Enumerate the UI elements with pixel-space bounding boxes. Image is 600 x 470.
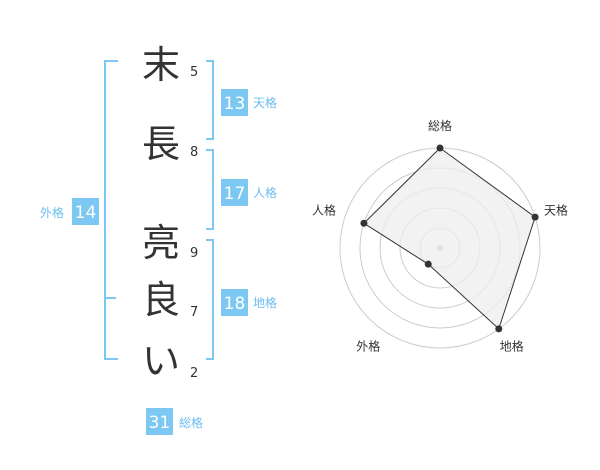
soukaku-value: 31: [149, 413, 171, 433]
jinkaku-label: 人格: [253, 185, 277, 200]
name-char-2: 長: [142, 122, 180, 166]
name-char-1: 末: [142, 43, 180, 87]
stroke-count-5: 2: [190, 366, 198, 381]
chikaku-label: 地格: [253, 295, 277, 310]
brackets: [104, 60, 214, 360]
radar-area: [363, 147, 536, 330]
stroke-count-1: 5: [190, 65, 198, 80]
jinkaku-box: [221, 179, 248, 206]
tenkaku-box: [221, 89, 248, 116]
jinkaku: 17 人格: [221, 179, 277, 206]
gaikaku-bracket: [104, 60, 118, 360]
radar-point-5: [360, 219, 368, 227]
chikaku: 18 地格: [221, 289, 277, 316]
radar-point-2: [531, 213, 539, 221]
jinkaku-value: 17: [224, 184, 246, 204]
chikaku-bracket: [206, 239, 214, 360]
radar-point-4: [424, 260, 432, 268]
soukaku-box: [146, 408, 173, 435]
chikaku-box: [221, 289, 248, 316]
tenkaku: 13 天格: [221, 89, 277, 116]
gaikaku-value: 14: [75, 203, 97, 223]
chikaku-value: 18: [224, 294, 246, 314]
radar-point-3: [495, 325, 503, 333]
radar-axis-label-4: 外格: [356, 339, 380, 354]
soukaku-label: 総格: [179, 415, 203, 430]
name-char-3: 亮: [142, 221, 180, 265]
stroke-count-2: 8: [190, 145, 198, 160]
gaikaku: 外格 14: [40, 198, 99, 225]
gaikaku-label: 外格: [40, 205, 64, 220]
name-column: 末 5 長 8 亮 9 良 7 い 2: [142, 43, 198, 383]
name-char-4: 良: [142, 278, 180, 322]
tenkaku-value: 13: [224, 94, 246, 114]
radar-axis-label-2: 天格: [544, 202, 568, 217]
gaikaku-box: [72, 198, 99, 225]
soukaku: 31 総格: [146, 408, 203, 435]
radar-point-1: [436, 144, 444, 152]
name-char-5: い: [142, 339, 180, 383]
jinkaku-bracket: [206, 149, 214, 230]
radar-axis-label-1: 総格: [428, 118, 452, 133]
tenkaku-label: 天格: [253, 95, 277, 110]
radar-axis-label-5: 人格: [312, 202, 336, 217]
stroke-count-3: 9: [190, 246, 198, 261]
stroke-count-4: 7: [190, 305, 198, 320]
tenkaku-bracket: [206, 60, 214, 140]
radar-axis-label-3: 地格: [500, 339, 524, 354]
